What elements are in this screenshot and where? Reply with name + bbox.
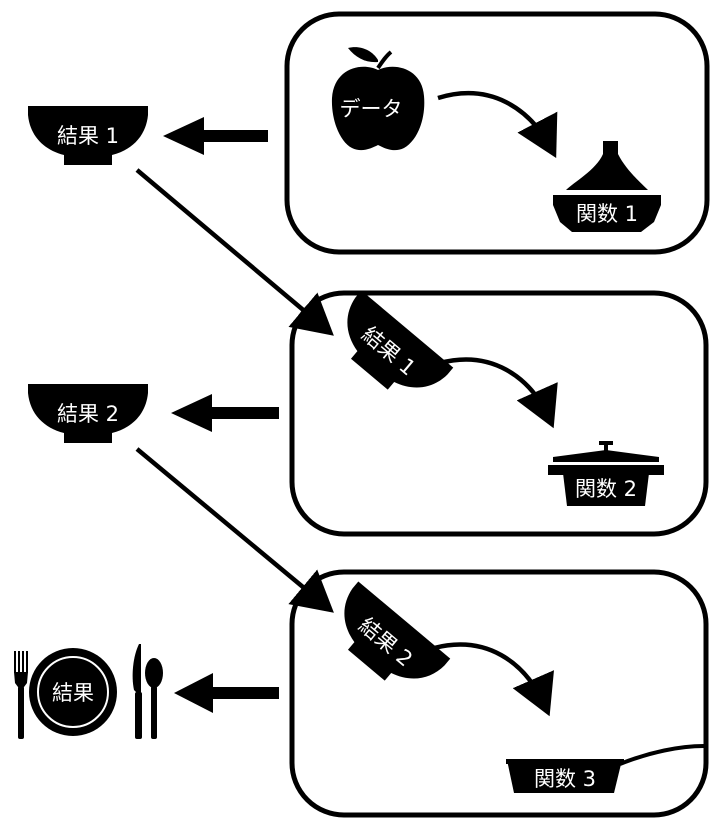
- tilted-rice-bowl-icon: 結果 2: [344, 581, 451, 681]
- fork-icon: [14, 651, 28, 739]
- result-2-label: 結果 2: [57, 402, 119, 426]
- feed-arrow-2: [135, 447, 334, 613]
- frying-pan-icon: 関数 3: [506, 744, 705, 793]
- function-2-label: 関数 2: [575, 477, 637, 501]
- knife-icon: [132, 644, 142, 739]
- output-arrow-2: [171, 394, 279, 432]
- stage-3-box: [289, 569, 709, 818]
- apple-icon: データ: [331, 47, 425, 151]
- output-arrow-3: [174, 673, 279, 713]
- spoon-icon: [145, 658, 163, 739]
- tagine-pot-icon: 関数 1: [553, 141, 661, 232]
- rice-bowl-icon: 結果 2: [28, 384, 148, 443]
- dutch-oven-icon: 関数 2: [548, 441, 664, 506]
- flow-arrow-3: [433, 642, 554, 717]
- flow-arrow-2: [439, 357, 558, 429]
- plate-with-cutlery-icon: 結果: [14, 644, 163, 739]
- final-result-label: 結果: [52, 681, 94, 705]
- rice-bowl-icon: 結果 1: [28, 106, 148, 165]
- output-arrow-1: [163, 117, 268, 155]
- function-3-label: 関数 3: [534, 767, 596, 791]
- tilted-rice-bowl-icon: 結果 1: [347, 290, 454, 390]
- flow-arrow-1: [437, 91, 558, 158]
- function-1-label: 関数 1: [576, 202, 638, 226]
- stage-2-box: [289, 290, 709, 537]
- data-label: データ: [340, 97, 403, 121]
- stage-1-box: [284, 11, 710, 255]
- result-1-label: 結果 1: [57, 124, 119, 148]
- feed-arrow-1: [135, 168, 334, 336]
